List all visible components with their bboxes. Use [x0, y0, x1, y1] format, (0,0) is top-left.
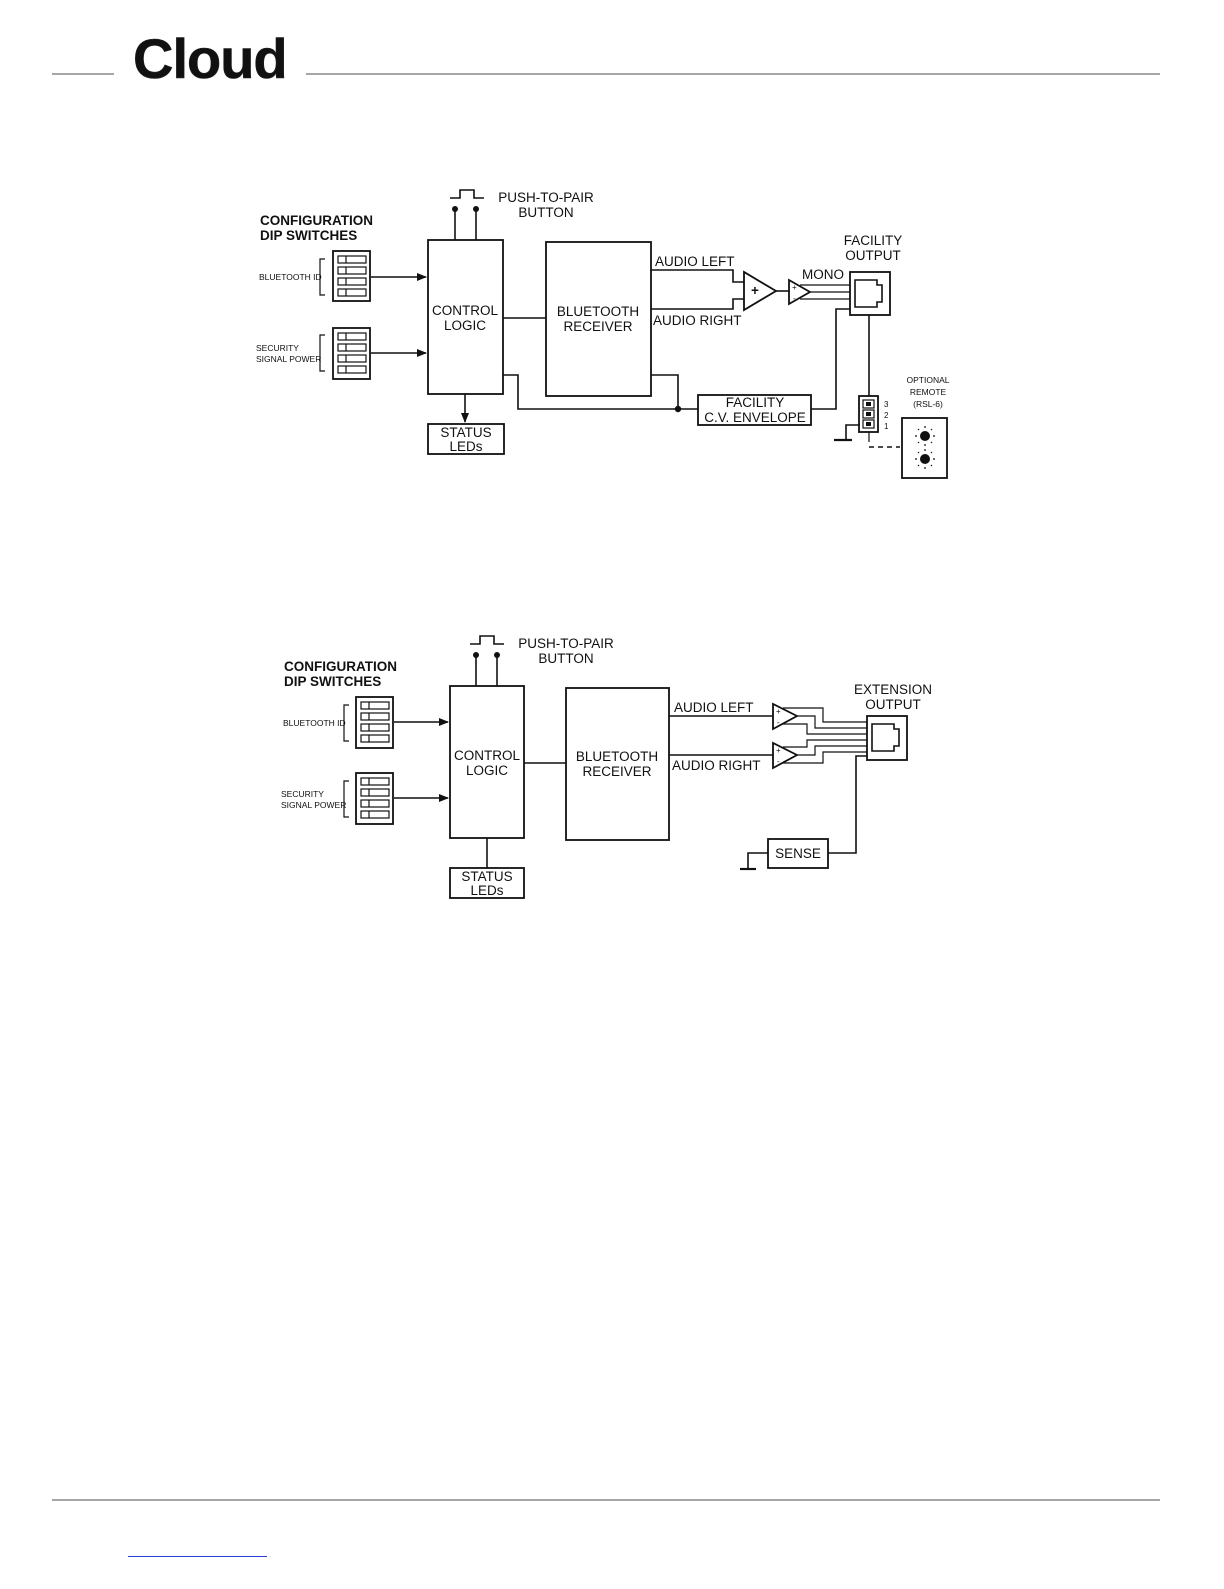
bt-receiver-label-b: BLUETOOTH [576, 749, 658, 764]
status-label-b: STATUS [461, 869, 512, 884]
left-driver-minus: - [777, 718, 780, 727]
push-to-pair-label: PUSH-TO-PAIR [498, 190, 594, 205]
dip-title-line1: CONFIGURATION [260, 213, 373, 228]
block-diagram-facility: CONFIGURATION DIP SWITCHES BLUETOOTH ID … [256, 189, 950, 479]
remote-label: OPTIONAL [907, 375, 950, 385]
driver-minus: - [793, 294, 796, 303]
pin-1-label: 1 [884, 422, 889, 431]
bt-receiver-label-b-2: RECEIVER [582, 764, 651, 779]
link-logic-envelope [503, 374, 698, 410]
control-logic-block [427, 239, 504, 395]
dip-title-line2-b: DIP SWITCHES [284, 674, 381, 689]
push-to-pair-button [450, 189, 484, 240]
remote-label-3: (RSL-6) [913, 399, 943, 409]
push-to-pair-button-b [470, 635, 504, 686]
bt-receiver-label-2: RECEIVER [563, 319, 632, 334]
push-to-pair-label-b-2: BUTTON [538, 651, 593, 666]
dip-switch-security [332, 327, 371, 380]
control-logic-label-b-2: LOGIC [466, 763, 508, 778]
control-logic-label-2: LOGIC [444, 318, 486, 333]
bluetooth-receiver-block-b [565, 687, 670, 841]
dip-switch-bluetooth-id [332, 250, 371, 302]
status-label-2: LEDs [449, 439, 482, 454]
ground-wire [845, 424, 860, 440]
ground-wire-b [747, 852, 768, 869]
bt-receiver-label: BLUETOOTH [557, 304, 639, 319]
label-bluetooth-id-b: BLUETOOTH ID [283, 718, 346, 728]
label-signal-power: SIGNAL POWER [256, 354, 321, 364]
dip-switch-bluetooth-id-b [355, 696, 394, 749]
rj45-connector-facility [849, 271, 891, 316]
sense-block [767, 838, 829, 869]
facility-output-label: FACILITY [844, 233, 903, 248]
link-receiver-envelope [651, 374, 679, 409]
dip-title-line1-b: CONFIGURATION [284, 659, 397, 674]
audio-left-line [651, 269, 744, 283]
footer-link-underline [128, 1556, 267, 1557]
link-envelope-output [811, 308, 850, 410]
control-logic-block-b [449, 685, 525, 839]
dip-switch-security-b [355, 772, 394, 825]
push-to-pair-label-b: PUSH-TO-PAIR [518, 636, 614, 651]
right-driver-minus: - [777, 757, 780, 766]
remote-label-2: REMOTE [910, 387, 947, 397]
summing-amplifier [743, 270, 778, 312]
audio-left-label: AUDIO LEFT [655, 254, 735, 269]
status-leds-block [427, 423, 505, 455]
bracket-security [319, 334, 325, 372]
bluetooth-receiver-block [545, 241, 652, 397]
envelope-label-2: C.V. ENVELOPE [704, 410, 806, 425]
rj45-connector-extension [866, 715, 908, 761]
audio-left-label-b: AUDIO LEFT [674, 700, 754, 715]
right-driver-plus: + [776, 746, 781, 755]
remote-terminal-block [858, 395, 879, 433]
left-balanced-driver [772, 702, 799, 731]
label-signal-power-b: SIGNAL POWER [281, 800, 346, 810]
control-logic-label-b: CONTROL [454, 748, 520, 763]
status-leds-block-b [449, 867, 525, 899]
pin-3-label: 3 [884, 400, 889, 409]
bracket-bluetooth-id [319, 258, 325, 296]
pin-2-label: 2 [884, 411, 889, 420]
driver-plus: + [792, 283, 797, 292]
mono-label: MONO [802, 267, 844, 282]
right-balanced-driver [772, 741, 799, 770]
facility-output-label-2: OUTPUT [845, 248, 901, 263]
status-label: STATUS [440, 425, 491, 440]
audio-right-label-b: AUDIO RIGHT [672, 758, 761, 773]
cloud-logo: Cloud [133, 27, 287, 90]
remote-knob-upper-icon [915, 426, 935, 446]
envelope-label: FACILITY [726, 395, 785, 410]
label-security-b: SECURITY [281, 789, 324, 799]
block-diagram-extension: CONFIGURATION DIP SWITCHES BLUETOOTH ID … [281, 635, 932, 899]
label-security: SECURITY [256, 343, 299, 353]
summing-plus: + [751, 283, 759, 298]
status-label-b-2: LEDs [470, 883, 503, 898]
balanced-driver [788, 278, 812, 306]
left-driver-plus: + [776, 707, 781, 716]
push-to-pair-label-2: BUTTON [518, 205, 573, 220]
audio-right-line [651, 298, 744, 310]
facility-cv-envelope-block [697, 394, 812, 426]
label-bluetooth-id: BLUETOOTH ID [259, 272, 322, 282]
extension-output-label-2: OUTPUT [865, 697, 921, 712]
remote-knob-lower-icon [915, 449, 935, 469]
dip-title-line2: DIP SWITCHES [260, 228, 357, 243]
extension-output-label: EXTENSION [854, 682, 932, 697]
link-output-sense [828, 755, 867, 854]
audio-right-label: AUDIO RIGHT [653, 313, 742, 328]
page-header: Cloud [52, 27, 1160, 90]
control-logic-label: CONTROL [432, 303, 498, 318]
sense-label: SENSE [775, 846, 821, 861]
